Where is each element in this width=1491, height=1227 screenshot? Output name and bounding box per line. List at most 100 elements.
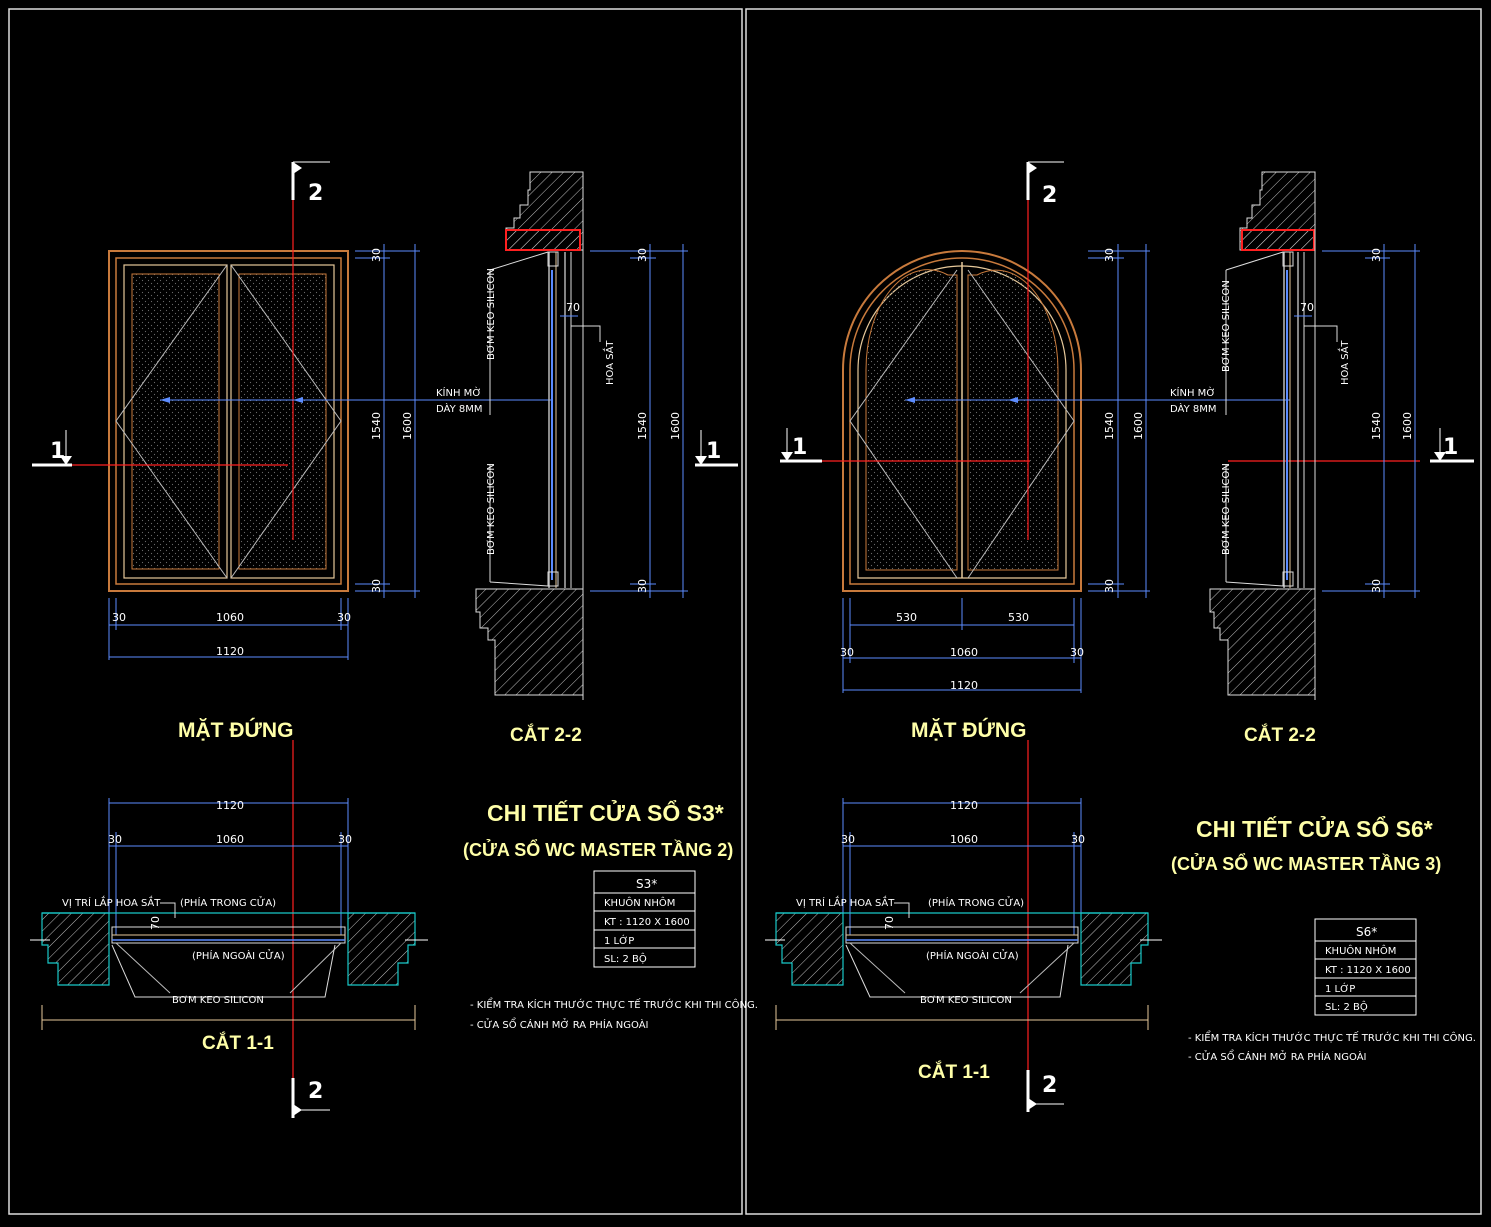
spec-row: KT : 1120 X 1600 <box>604 917 690 928</box>
elevation-s3: 30 1060 30 1120 30 1540 30 1600 <box>72 195 552 660</box>
dim-side: 30 <box>1370 248 1383 262</box>
dim-side: 30 <box>636 579 649 593</box>
inside-label: (PHÍA TRONG CỬA) <box>180 895 276 909</box>
section-2-2-s6: BƠM KEO SILICON BƠM KEO SILICON 70 HOA S… <box>1170 171 1420 700</box>
sub-title: (CỬA SỔ WC MASTER TẦNG 2) <box>463 839 733 860</box>
spec-row: KHUÔN NHÔM <box>604 896 675 909</box>
iron-position-label: VỊ TRÍ LẮP HOA SẮT <box>796 895 895 909</box>
dim-side: 30 <box>337 611 351 624</box>
note-line: - CỬA SỔ CÁNH MỞ RA PHÍA NGOÀI <box>470 1016 649 1031</box>
dim-total-height: 1600 <box>1401 412 1414 440</box>
dim-side: 30 <box>1071 833 1085 846</box>
dim-half-width: 530 <box>1008 611 1029 624</box>
cut-marker-2-top: 2 <box>291 161 330 206</box>
cut-label: 1 <box>706 439 721 464</box>
dim-side: 30 <box>1103 248 1116 262</box>
dim-inner-height: 1540 <box>370 412 383 440</box>
iron-position-label: VỊ TRÍ LẮP HOA SẮT <box>62 895 161 909</box>
silicon-label: BƠM KEO SILICON <box>920 995 1012 1006</box>
gap-dim: 70 <box>566 301 580 314</box>
dim-side: 30 <box>1070 646 1084 659</box>
dim-total-height: 1600 <box>669 412 682 440</box>
dim-side: 30 <box>338 833 352 846</box>
spec-row: 1 LỚP <box>604 934 634 947</box>
dim-side: 30 <box>841 833 855 846</box>
cut-marker-2-bottom: 2 <box>291 1078 330 1118</box>
cut-label: 2 <box>1042 183 1057 208</box>
spec-table-s6: S6* KHUÔN NHÔM KT : 1120 X 1600 1 LỚP SL… <box>1314 918 1417 1016</box>
glass-label: DÀY 8MM <box>436 402 483 415</box>
spec-row: KHUÔN NHÔM <box>1325 944 1396 957</box>
dim-side: 30 <box>370 248 383 262</box>
silicon-label: BƠM KEO SILICON <box>172 995 264 1006</box>
iron-grille-label: HOA SẮT <box>602 340 616 385</box>
sheet-s3: 30 1060 30 1120 30 1540 30 1600 2 <box>30 161 758 1118</box>
cut-label: 2 <box>308 181 323 206</box>
cut-label: 2 <box>308 1079 323 1104</box>
gap-dim: 70 <box>1300 301 1314 314</box>
cut-label: 1 <box>792 435 807 460</box>
iron-grille-label: HOA SẮT <box>1337 340 1351 385</box>
dim-inner-height: 1540 <box>1370 412 1383 440</box>
gap-dim: 70 <box>149 916 162 930</box>
elevation-s6: 530 530 30 1060 30 1120 30 1540 30 1600 <box>822 195 1290 693</box>
sub-title: (CỬA SỔ WC MASTER TẦNG 3) <box>1171 853 1441 874</box>
dim-side: 30 <box>112 611 126 624</box>
cut-label: 2 <box>1042 1073 1057 1098</box>
dim-side: 30 <box>1370 579 1383 593</box>
cut-marker-1-right: 1 <box>1430 428 1474 463</box>
cut-marker-1-right: 1 <box>695 430 738 467</box>
dim-inner-height: 1540 <box>636 412 649 440</box>
spec-row: KT : 1120 X 1600 <box>1325 965 1411 976</box>
note-line: - CỬA SỔ CÁNH MỞ RA PHÍA NGOÀI <box>1188 1048 1367 1063</box>
dim-inner-width: 1060 <box>950 833 978 846</box>
spec-code: S6* <box>1356 925 1377 939</box>
section-2-2-s3: BƠM KEO SILICON BƠM KEO SILICON 70 HOA S… <box>436 171 688 700</box>
sheet-s6: 530 530 30 1060 30 1120 30 1540 30 1600 … <box>765 161 1476 1112</box>
dim-total-width: 1120 <box>950 799 978 812</box>
spec-row: 1 LỚP <box>1325 982 1355 995</box>
dim-total-width: 1120 <box>216 645 244 658</box>
note-line: - KIỂM TRA KÍCH THƯỚC THỰC TẾ TRƯỚC KHI … <box>470 997 758 1011</box>
cut-marker-1-left: 1 <box>780 428 822 463</box>
dim-side: 30 <box>636 248 649 262</box>
main-title: CHI TIẾT CỬA SỔ S3* <box>487 798 724 826</box>
dim-inner-height: 1540 <box>1103 412 1116 440</box>
dim-total-height: 1600 <box>401 412 414 440</box>
dim-side: 30 <box>370 579 383 593</box>
cut-marker-2-bottom: 2 <box>1026 1070 1064 1112</box>
dim-side: 30 <box>108 833 122 846</box>
elevation-title: MẶT ĐỨNG <box>911 718 1026 742</box>
cut-marker-1-left: 1 <box>32 430 72 467</box>
glass-label: KÍNH MỜ <box>1170 386 1215 399</box>
dim-total-width: 1120 <box>216 799 244 812</box>
dim-inner-width: 1060 <box>216 611 244 624</box>
spec-code: S3* <box>636 877 657 891</box>
inside-label: (PHÍA TRONG CỬA) <box>928 895 1024 909</box>
spec-table-s3: S3* KHUÔN NHÔM KT : 1120 X 1600 1 LỚP SL… <box>593 870 696 968</box>
outside-label: (PHÍA NGOÀI CỬA) <box>926 948 1019 962</box>
section-1-1-s6: 1120 1060 30 30 VỊ TRÍ LẮP HOA SẮT (PHÍA… <box>765 798 1162 1030</box>
silicon-label-bottom: BƠM KEO SILICON <box>1221 463 1232 555</box>
gap-dim: 70 <box>883 916 896 930</box>
silicon-label-bottom: BƠM KEO SILICON <box>486 463 497 555</box>
silicon-label-top: BƠM KEO SILICON <box>486 268 497 360</box>
spec-row: SL: 2 BỘ <box>604 952 647 965</box>
outside-label: (PHÍA NGOÀI CỬA) <box>192 948 285 962</box>
note-line: - KIỂM TRA KÍCH THƯỚC THỰC TẾ TRƯỚC KHI … <box>1188 1030 1476 1044</box>
section-2-2-title: CẮT 2-2 <box>1244 724 1316 746</box>
section-1-1-title: CẮT 1-1 <box>918 1061 990 1083</box>
dim-inner-width: 1060 <box>950 646 978 659</box>
dim-total-height: 1600 <box>1132 412 1145 440</box>
cut-marker-2-top: 2 <box>1026 161 1064 208</box>
spec-row: SL: 2 BỘ <box>1325 1000 1368 1013</box>
dim-side: 30 <box>840 646 854 659</box>
section-2-2-title: CẮT 2-2 <box>510 724 582 746</box>
dim-total-width: 1120 <box>950 679 978 692</box>
cut-label: 1 <box>1443 435 1458 460</box>
section-1-1-s3: 1120 1060 30 30 VỊ TRÍ LẮP HOA SẮT (PHÍA… <box>30 798 428 1030</box>
sheet-border-left <box>8 8 743 1215</box>
elevation-title: MẶT ĐỨNG <box>178 718 293 742</box>
dim-half-width: 530 <box>896 611 917 624</box>
